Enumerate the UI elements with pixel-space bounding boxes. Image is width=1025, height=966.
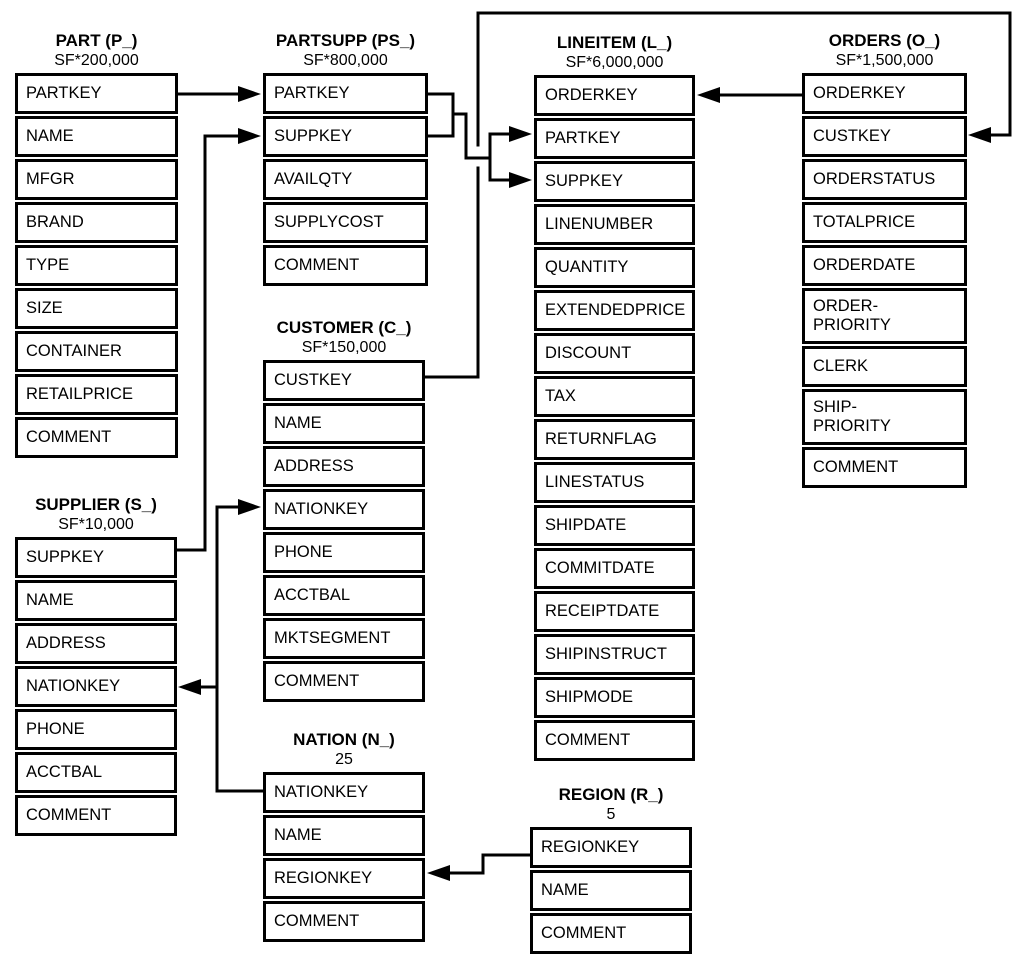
arrowhead-icon: [697, 87, 720, 103]
field-part-mfgr: MFGR: [15, 159, 178, 200]
arrowhead-icon: [509, 172, 532, 188]
arrowhead-icon: [238, 499, 261, 515]
field-partsupp-partkey: PARTKEY: [263, 73, 428, 114]
field-supplier-comment: COMMENT: [15, 795, 177, 836]
table-title-partsupp: PARTSUPP (PS_): [275, 31, 416, 50]
field-supplier-address: ADDRESS: [15, 623, 177, 664]
field-part-retailprice: RETAILPRICE: [15, 374, 178, 415]
field-part-type: TYPE: [15, 245, 178, 286]
table-cardinality-supplier: SF*10,000: [58, 516, 134, 533]
field-supplier-name: NAME: [15, 580, 177, 621]
field-partsupp-availqty: AVAILQTY: [263, 159, 428, 200]
field-lineitem-suppkey: SUPPKEY: [534, 161, 695, 202]
field-orders-orderkey: ORDERKEY: [802, 73, 967, 114]
field-nation-regionkey: REGIONKEY: [263, 858, 425, 899]
field-orders-orderdate: ORDERDATE: [802, 245, 967, 286]
table-title-lineitem: LINEITEM (L_): [556, 33, 673, 52]
field-nation-comment: COMMENT: [263, 901, 425, 942]
connector-partsupp-keys-to-lineitem-keys: [426, 92, 532, 188]
table-title-customer: CUSTOMER (C_): [276, 318, 412, 337]
field-customer-mktsegment: MKTSEGMENT: [263, 618, 425, 659]
table-cardinality-part: SF*200,000: [54, 52, 139, 69]
field-lineitem-tax: TAX: [534, 376, 695, 417]
table-title-nation: NATION (N_): [293, 730, 395, 749]
field-supplier-nationkey: NATIONKEY: [15, 666, 177, 707]
field-part-partkey: PARTKEY: [15, 73, 178, 114]
field-lineitem-shipmode: SHIPMODE: [534, 677, 695, 718]
table-title-region: REGION (R_): [558, 785, 664, 804]
field-orders-totalprice: TOTALPRICE: [802, 202, 967, 243]
field-orders-ship-priority: SHIP- PRIORITY: [802, 389, 967, 445]
table-title-orders: ORDERS (O_): [828, 31, 941, 50]
field-region-name: NAME: [530, 870, 692, 911]
field-orders-comment: COMMENT: [802, 447, 967, 488]
field-lineitem-linestatus: LINESTATUS: [534, 462, 695, 503]
connector-part-partkey-to-partsupp-partkey: [176, 86, 261, 102]
field-customer-phone: PHONE: [263, 532, 425, 573]
arrowhead-icon: [178, 679, 201, 695]
field-part-container: CONTAINER: [15, 331, 178, 372]
connector-orders-orderkey-to-lineitem-orderkey: [697, 87, 804, 103]
connector-nation-nationkey-to-supplier-nationkey: [178, 679, 219, 695]
arrowhead-icon: [238, 86, 261, 102]
field-partsupp-suppkey: SUPPKEY: [263, 116, 428, 157]
field-customer-custkey: CUSTKEY: [263, 360, 425, 401]
field-lineitem-partkey: PARTKEY: [534, 118, 695, 159]
field-orders-orderstatus: ORDERSTATUS: [802, 159, 967, 200]
field-customer-nationkey: NATIONKEY: [263, 489, 425, 530]
arrowhead-icon: [238, 128, 261, 144]
field-lineitem-comment: COMMENT: [534, 720, 695, 761]
table-title-part: PART (P_): [55, 31, 138, 50]
arrowhead-icon: [968, 127, 991, 143]
field-lineitem-extendedprice: EXTENDEDPRICE: [534, 290, 695, 331]
field-orders-custkey: CUSTKEY: [802, 116, 967, 157]
field-customer-address: ADDRESS: [263, 446, 425, 487]
table-cardinality-lineitem: SF*6,000,000: [565, 54, 664, 71]
field-region-comment: COMMENT: [530, 913, 692, 954]
field-lineitem-orderkey: ORDERKEY: [534, 75, 695, 116]
field-customer-comment: COMMENT: [263, 661, 425, 702]
field-supplier-phone: PHONE: [15, 709, 177, 750]
table-cardinality-partsupp: SF*800,000: [303, 52, 388, 69]
field-part-size: SIZE: [15, 288, 178, 329]
field-lineitem-discount: DISCOUNT: [534, 333, 695, 374]
field-nation-nationkey: NATIONKEY: [263, 772, 425, 813]
field-part-brand: BRAND: [15, 202, 178, 243]
field-part-comment: COMMENT: [15, 417, 178, 458]
field-lineitem-linenumber: LINENUMBER: [534, 204, 695, 245]
field-orders-clerk: CLERK: [802, 346, 967, 387]
field-lineitem-shipdate: SHIPDATE: [534, 505, 695, 546]
field-lineitem-quantity: QUANTITY: [534, 247, 695, 288]
field-partsupp-comment: COMMENT: [263, 245, 428, 286]
field-customer-name: NAME: [263, 403, 425, 444]
field-nation-name: NAME: [263, 815, 425, 856]
field-lineitem-returnflag: RETURNFLAG: [534, 419, 695, 460]
table-cardinality-customer: SF*150,000: [301, 339, 387, 356]
table-cardinality-nation: 25: [335, 751, 353, 768]
arrowhead-icon: [509, 126, 532, 142]
table-cardinality-region: 5: [606, 806, 616, 823]
field-lineitem-commitdate: COMMITDATE: [534, 548, 695, 589]
table-cardinality-orders: SF*1,500,000: [835, 52, 934, 69]
field-lineitem-receiptdate: RECEIPTDATE: [534, 591, 695, 632]
field-orders-order-priority: ORDER- PRIORITY: [802, 288, 967, 344]
field-supplier-suppkey: SUPPKEY: [15, 537, 177, 578]
arrowhead-icon: [427, 865, 450, 881]
field-partsupp-supplycost: SUPPLYCOST: [263, 202, 428, 243]
table-title-supplier: SUPPLIER (S_): [35, 495, 157, 514]
field-region-regionkey: REGIONKEY: [530, 827, 692, 868]
field-part-name: NAME: [15, 116, 178, 157]
field-lineitem-shipinstruct: SHIPINSTRUCT: [534, 634, 695, 675]
field-customer-acctbal: ACCTBAL: [263, 575, 425, 616]
connector-region-regionkey-to-nation-regionkey: [427, 853, 532, 881]
field-supplier-acctbal: ACCTBAL: [15, 752, 177, 793]
